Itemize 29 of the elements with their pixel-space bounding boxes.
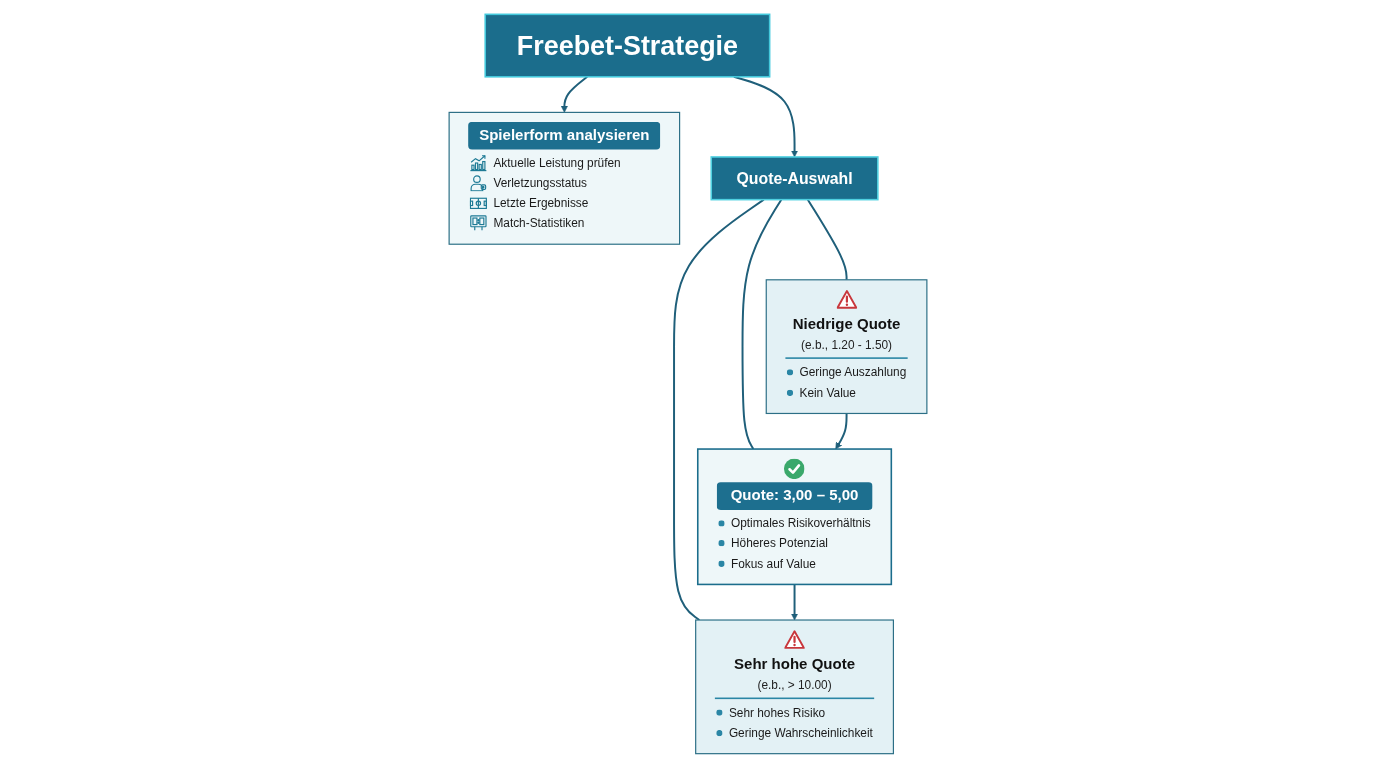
bullet-text: Optimales Risikoverhältnis xyxy=(731,515,871,532)
list-item-text: Verletzungsstatus xyxy=(493,174,588,192)
odds-range-text: (e.b., 1.20 - 1.50) xyxy=(785,335,908,359)
panel-heading: Quote: 3,00 – 5,00 xyxy=(716,482,873,510)
connector-line xyxy=(673,198,765,621)
process-box xyxy=(710,156,879,201)
bullet-text: Geringe Auszahlung xyxy=(799,364,907,381)
list-item-text: Letzte Ergebnisse xyxy=(493,195,589,212)
list-item-text: Match-Statistiken xyxy=(493,215,585,232)
connector-line xyxy=(741,198,783,451)
bullet-text: Höheres Potenzial xyxy=(731,535,828,552)
odds-range-text: (e.b., > 10.00) xyxy=(714,675,875,700)
panel-heading: Spielerform analysieren xyxy=(468,121,661,150)
option-box xyxy=(695,619,894,755)
list-item-text: Aktuelle Leistung prüfen xyxy=(493,154,621,172)
bullet-text: Fokus auf Value xyxy=(731,555,816,572)
banner-title: Freebet-Strategie xyxy=(515,29,739,63)
title-banner xyxy=(484,13,771,78)
bullet-text: Kein Value xyxy=(799,384,856,401)
bullet-text: Sehr hohes Risiko xyxy=(728,704,826,721)
option-heading: Sehr hohe Quote xyxy=(733,654,857,675)
arrow xyxy=(835,412,848,450)
arrow xyxy=(791,583,798,621)
bullet-text: Geringe Wahrscheinlichkeit xyxy=(728,724,873,742)
option-box xyxy=(765,279,928,415)
arrow xyxy=(560,75,589,113)
connector-line xyxy=(806,198,848,281)
box-title: Quote-Auswahl xyxy=(735,168,854,189)
option-heading: Niedrige Quote xyxy=(791,314,902,334)
